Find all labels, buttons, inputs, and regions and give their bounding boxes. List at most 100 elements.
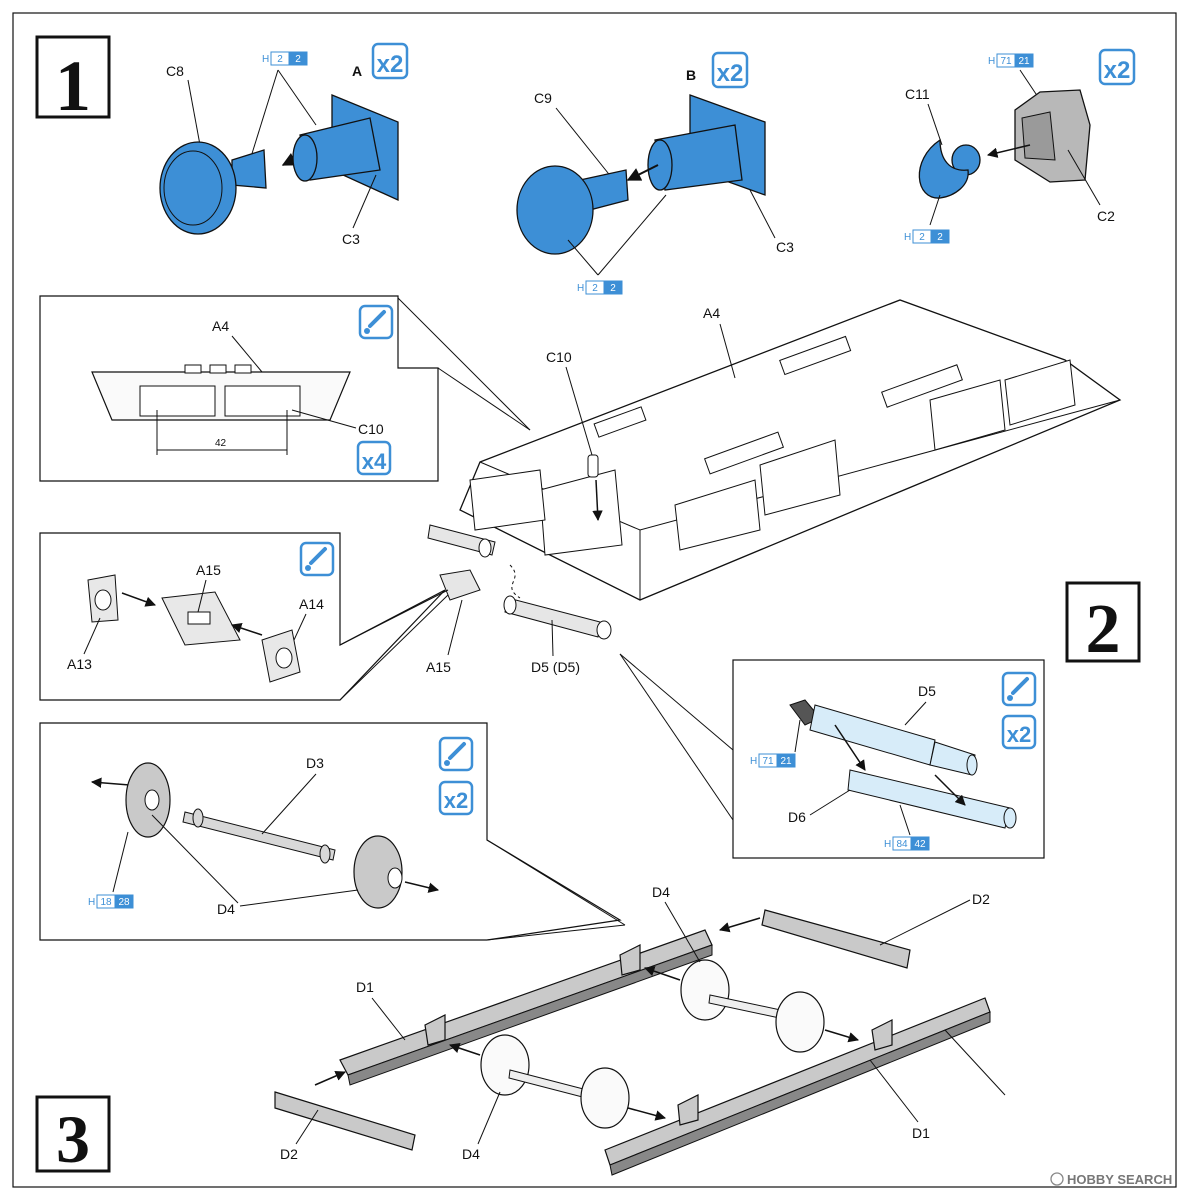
svg-text:2: 2: [295, 54, 301, 65]
svg-text:2: 2: [919, 232, 925, 243]
page-border: [12, 12, 1177, 1188]
label-c2: C2: [1097, 208, 1115, 224]
glue-icon-a4: [358, 304, 394, 340]
paint-badge-h2-2-c: H 2 2: [904, 229, 950, 244]
detail-box-a4-front: A4 42 C10 x4: [39, 295, 531, 482]
label-a15-detail: A15: [196, 562, 221, 578]
svg-text:21: 21: [1018, 56, 1030, 67]
multiplier-x2-axle: x2: [438, 780, 474, 816]
watermark-text: HOBBY SEARCH: [1067, 1172, 1172, 1187]
label-d2-upper: D2: [972, 891, 990, 907]
label-d5-d5: D5 (D5): [531, 659, 580, 675]
svg-text:2: 2: [277, 54, 283, 65]
svg-text:28: 28: [118, 897, 130, 908]
part-c11-c2-assembly: H 71 21 x2 C2 C11 H 2 2: [904, 48, 1136, 244]
svg-text:x2: x2: [717, 60, 744, 87]
step-2-box: 2: [1065, 581, 1141, 668]
paint-badge-h71-21-d5: H 71 21: [750, 753, 796, 768]
part-c11: [918, 138, 969, 199]
svg-text:x2: x2: [377, 51, 404, 78]
label-c9: C9: [534, 90, 552, 106]
label-d3: D3: [306, 755, 324, 771]
label-a4-main: A4: [703, 305, 720, 321]
step-3-number: 3: [56, 1101, 90, 1177]
label-d1-lower: D1: [912, 1125, 930, 1141]
svg-text:x2: x2: [444, 788, 468, 813]
multiplier-x4: x4: [356, 440, 392, 476]
svg-text:71: 71: [1000, 56, 1012, 67]
dimension-42: 42: [215, 438, 227, 449]
detail-box-d5-d6: x2 D5 H 71 21 D6 H 84 42: [619, 653, 1045, 859]
label-d2-lower: D2: [280, 1146, 298, 1162]
label-d1-upper: D1: [356, 979, 374, 995]
glue-icon-axle: [438, 736, 474, 772]
part-b-assembly: B x2 C9 C3 H 2 2: [516, 51, 794, 295]
glue-icon-d5: [1001, 671, 1037, 707]
paint-badge-h18-28: H 18 28: [88, 894, 134, 909]
label-a14: A14: [299, 596, 324, 612]
part-c8: [159, 141, 237, 235]
label-a: A: [352, 63, 362, 79]
svg-text:H: H: [884, 839, 891, 850]
label-c3-a: C3: [342, 231, 360, 247]
label-a15-main: A15: [426, 659, 451, 675]
label-d5-detail: D5: [918, 683, 936, 699]
svg-text:H: H: [88, 897, 95, 908]
part-d3: [182, 811, 336, 861]
svg-text:21: 21: [780, 756, 792, 767]
label-c11: C11: [905, 86, 930, 102]
svg-text:H: H: [750, 756, 757, 767]
multiplier-x2-b: x2: [711, 51, 749, 89]
d5-shaft-main: D5 (D5) A15: [426, 524, 612, 675]
svg-text:18: 18: [100, 897, 112, 908]
label-a13: A13: [67, 656, 92, 672]
label-c8: C8: [166, 63, 184, 79]
part-c9: [516, 165, 594, 255]
part-d2-upper: [761, 909, 911, 969]
label-d4-upper: D4: [652, 884, 670, 900]
svg-text:71: 71: [762, 756, 774, 767]
svg-text:2: 2: [610, 283, 616, 294]
chassis-assembly: D4 D2 D1 D1 D2 D4: [274, 884, 1006, 1176]
part-d2-lower: [274, 1091, 416, 1151]
label-a4-detail: A4: [212, 318, 229, 334]
svg-text:H: H: [262, 54, 269, 65]
wheel-2a: [480, 1034, 530, 1096]
multiplier-x2-d5: x2: [1001, 714, 1037, 750]
svg-text:x4: x4: [362, 449, 387, 474]
svg-text:H: H: [988, 56, 995, 67]
wheel-2b: [580, 1067, 630, 1129]
step-1-number: 1: [55, 46, 91, 126]
step-3-box: 3: [35, 1095, 111, 1177]
glue-icon-a15: [299, 541, 335, 577]
svg-text:2: 2: [592, 283, 598, 294]
step-1-box: 1: [35, 35, 111, 126]
label-d6: D6: [788, 809, 806, 825]
svg-text:H: H: [577, 283, 584, 294]
part-d4-wheel-right: [353, 835, 403, 909]
svg-text:x2: x2: [1104, 57, 1131, 84]
multiplier-x2-c: x2: [1098, 48, 1136, 86]
detail-box-a13-a15-a14: A15 A14 A13: [39, 532, 449, 701]
svg-text:H: H: [904, 232, 911, 243]
label-d4-detail: D4: [217, 901, 235, 917]
label-b: B: [686, 67, 696, 83]
multiplier-x2-a: x2: [371, 42, 409, 80]
wheel-1b: [775, 991, 825, 1053]
paint-badge-h2-2-b: H 2 2: [577, 280, 623, 295]
detail-box-axle: x2 D3 D4 H 18 28: [39, 722, 626, 941]
part-a-assembly: C8 H 2 2 A x2 C3: [159, 42, 409, 247]
svg-text:2: 2: [937, 232, 943, 243]
label-c10-detail: C10: [358, 421, 384, 437]
step-2-number: 2: [1086, 591, 1121, 668]
svg-text:42: 42: [914, 839, 926, 850]
wheel-1a: [680, 959, 730, 1021]
label-c3-b: C3: [776, 239, 794, 255]
paint-badge-h2-2-a: H 2 2: [262, 51, 308, 66]
label-d4-lower: D4: [462, 1146, 480, 1162]
label-c10-main: C10: [546, 349, 572, 365]
paint-badge-h84-42: H 84 42: [884, 836, 930, 851]
paint-badge-h71-21-top: H 71 21: [988, 53, 1034, 68]
